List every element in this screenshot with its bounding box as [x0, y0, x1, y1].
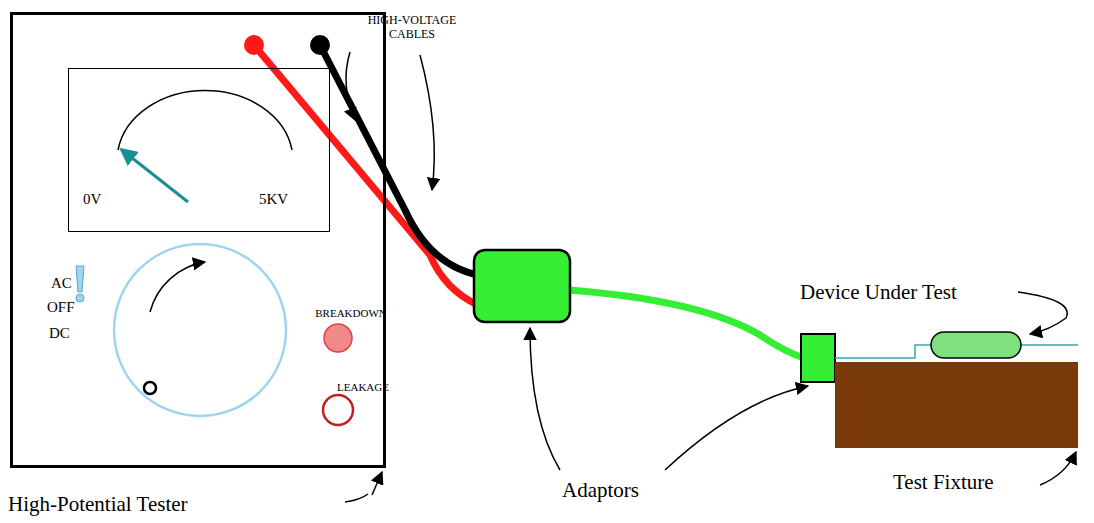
switch-label: OFF — [47, 299, 75, 316]
fixture-adaptor — [801, 334, 835, 382]
leader — [372, 472, 382, 495]
leader — [345, 494, 368, 502]
green-cable — [568, 290, 804, 358]
knob-pointer — [144, 382, 156, 394]
tester-label: High-Potential Tester — [8, 492, 188, 516]
adaptor-box — [474, 250, 570, 322]
switch-label: DC — [49, 325, 70, 342]
lamp-label: LEAKAGE — [337, 381, 389, 393]
adaptor-label: Adaptors — [562, 478, 639, 502]
leader — [530, 328, 560, 470]
leader — [346, 52, 355, 120]
dut-label: Device Under Test — [800, 280, 957, 304]
meter-needle — [122, 150, 188, 202]
red-cable — [254, 45, 478, 305]
dut-body — [931, 332, 1021, 358]
leader — [1018, 292, 1067, 334]
black-plug — [310, 35, 330, 55]
leader — [1040, 452, 1076, 485]
test-fixture — [835, 362, 1078, 448]
fixture-label: Test Fixture — [893, 470, 994, 494]
knob-arrow — [150, 262, 205, 312]
meter-arc — [118, 91, 292, 150]
scale-label: 0V — [83, 191, 101, 208]
black-cable — [320, 45, 478, 275]
switch-pivot — [76, 294, 84, 302]
breakdown-lamp — [324, 324, 352, 352]
switch-lever — [76, 266, 84, 292]
cable-label: HIGH-VOLTAGE CABLES — [357, 14, 467, 42]
tester-housing: AC OFF DC BREAKDOWN LEAKAGE 0V 5KV — [10, 12, 386, 468]
leader — [665, 386, 808, 470]
leakage-lamp — [323, 395, 353, 425]
leader — [420, 55, 434, 190]
knob — [114, 244, 286, 416]
meter-window: 0V 5KV — [68, 68, 330, 232]
lamp-label: BREAKDOWN — [315, 307, 387, 319]
switch-label: AC — [51, 275, 72, 292]
scale-label: 5KV — [259, 191, 288, 208]
red-plug — [244, 35, 264, 55]
